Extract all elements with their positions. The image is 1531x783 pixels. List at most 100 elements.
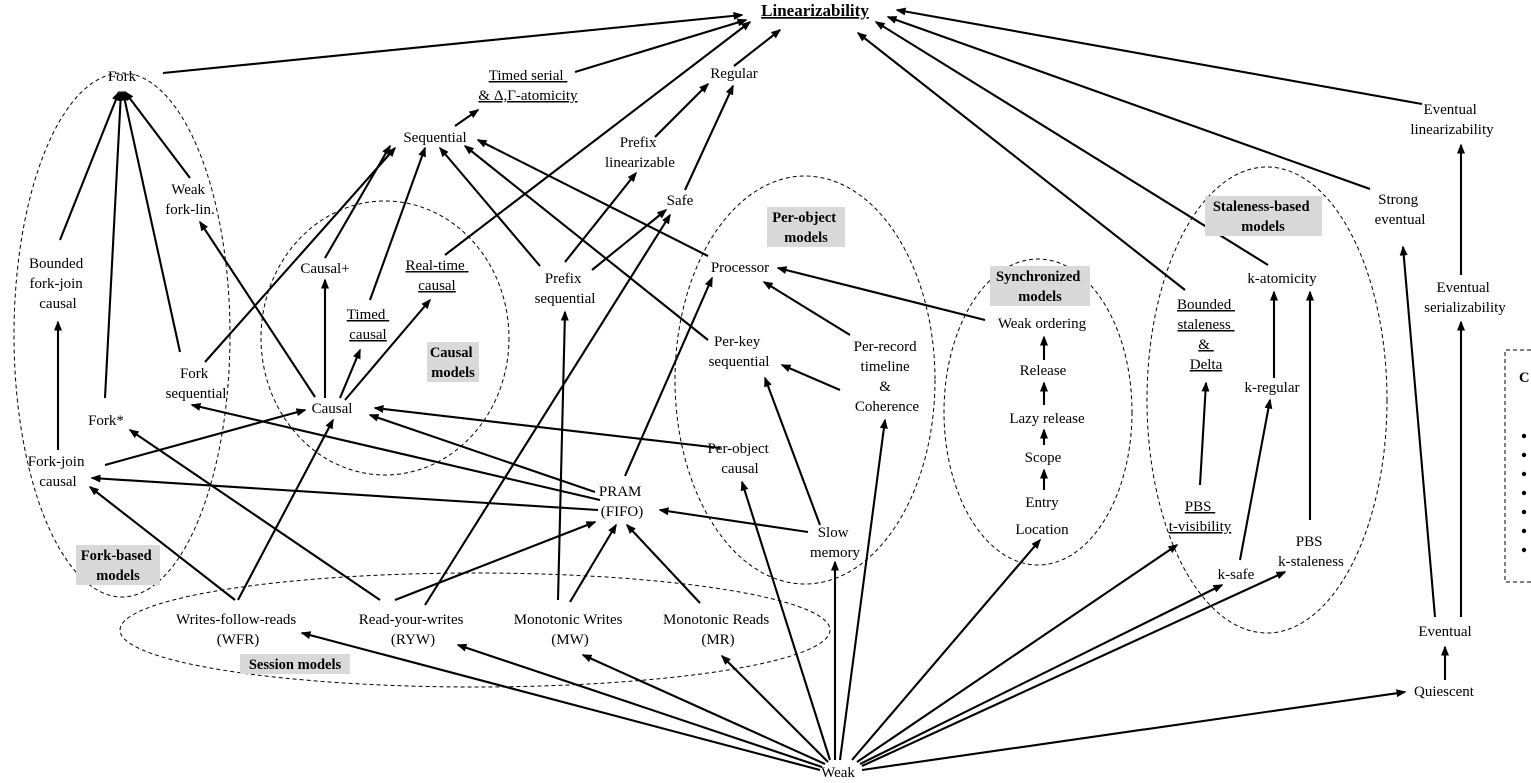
edge-weak-mw (581, 654, 826, 765)
causal-region (260, 200, 510, 476)
node-safe: Safe (667, 193, 694, 209)
node-location: Location (1015, 522, 1069, 538)
edge-weak-pbs-t (856, 544, 1179, 763)
node-entry: Entry (1025, 495, 1059, 511)
synchronized-region (943, 258, 1133, 566)
edge-eventual-lin-linearizability (895, 7, 1423, 106)
session-region (119, 572, 831, 688)
node-bounded-fork-join-causal: Bounded fork-join causal (29, 256, 87, 312)
node-release: Release (1020, 363, 1067, 379)
edge-weak-ordering-processor (776, 266, 986, 322)
edge-weak-pbs-k (861, 571, 1287, 767)
node-eventual-serializability: Eventual serializability (1424, 280, 1506, 316)
edge-bounded-fjc-fork (59, 90, 120, 241)
edge-mr-pram (625, 523, 701, 604)
causal-label-bg (427, 342, 479, 382)
node-slow-memory: Slow memory (810, 525, 860, 561)
group-label-synchronized: Synchronized models (996, 269, 1084, 305)
edge-mw-prefix-seq (556, 310, 569, 601)
node-per-record-timeline: Per-record timeline & Coherence (854, 339, 921, 415)
edge-ryw-pram (394, 521, 597, 601)
legend-heading-letter: C (1519, 370, 1529, 386)
edge-per-key-seq-sequential (463, 145, 709, 341)
edge-prt-processor (762, 281, 851, 336)
edge-sequential-timed-serial (454, 109, 480, 127)
node-bounded-staleness: Bounded staleness & Delta (1177, 297, 1235, 373)
fork-based-label-bg (76, 545, 160, 585)
node-fork-star: Fork* (88, 413, 124, 429)
node-pbs-k-staleness: PBS k-staleness (1278, 534, 1344, 570)
edge-weak-mr (720, 654, 829, 763)
edge-pram-processor (624, 276, 713, 477)
node-eventual: Eventual (1418, 624, 1471, 640)
node-fork-sequential: Fork sequential (166, 366, 227, 402)
edge-fjc-causal (104, 408, 307, 467)
node-mw: Monotonic Writes (MW) (514, 612, 626, 648)
edge-slow-mem-per-key (764, 376, 821, 526)
edge-weak-quiescent (861, 689, 1407, 772)
edge-timed-causal-sequential (369, 146, 426, 301)
edge-pram-fork-seq (190, 403, 601, 502)
node-processor: Processor (711, 260, 769, 276)
edge-prefix-seq-prefix-lin (564, 171, 637, 263)
group-label-causal: Causal models (430, 345, 476, 381)
node-causal: Causal (312, 401, 353, 417)
edge-timed-serial-linearizability (574, 18, 748, 74)
edge-prefix-seq-safe (591, 209, 668, 271)
legend-partial: C (1519, 370, 1529, 553)
edge-mw-pram (569, 523, 617, 603)
edge-causal-plus-sequential (324, 144, 391, 259)
group-label-per-object: Per-object models (772, 210, 840, 246)
edge-processor-sequential (476, 139, 709, 257)
edge-eventual-strong-eventual (1399, 245, 1437, 618)
session-label-bg (240, 654, 350, 674)
group-label-session: Session models (249, 657, 342, 673)
node-wfr: Writes-follow-reads (WFR) (176, 612, 300, 648)
edge-pram-fjc (90, 474, 599, 512)
edge-weak-wfr (300, 631, 821, 772)
node-pram: PRAM (FIFO) (599, 484, 645, 520)
group-label-backgrounds (76, 196, 1322, 674)
edge-prefix-seq-sequential (439, 146, 541, 267)
edge-fork-seq-fork (120, 90, 182, 353)
node-prefix-sequential: Prefix sequential (535, 271, 596, 307)
legend-box-partial (1504, 349, 1531, 583)
legend-bullet (1521, 547, 1527, 553)
node-timed-serial: Timed serial & Δ,Γ-atomicity (478, 68, 578, 104)
node-k-regular: k-regular (1245, 380, 1300, 396)
edge-safe-regular (684, 84, 734, 191)
edge-wfr-causal (237, 418, 334, 601)
edge-strong-eventual-linearizability (886, 16, 1371, 190)
node-lazy-release: Lazy release (1009, 411, 1085, 427)
node-sequential: Sequential (403, 130, 466, 146)
node-linearizability: Linearizability (761, 1, 869, 20)
legend-bullet (1521, 452, 1527, 458)
legend-bullet (1521, 471, 1527, 477)
edge-realtime-causal-linearizability (444, 21, 752, 256)
edge-regular-linearizability (733, 29, 782, 67)
edge-bounded-staleness-linearizability (856, 32, 1186, 291)
per-object-label-bg (767, 207, 845, 247)
node-causal-plus: Causal+ (300, 261, 349, 277)
fork-based-region (13, 72, 231, 598)
node-per-object-causal: Per-object causal (707, 441, 772, 477)
node-regular: Regular (710, 66, 757, 82)
node-weak-ordering: Weak ordering (998, 316, 1087, 332)
edge-k-atomicity-linearizability (874, 21, 1269, 266)
node-pbs-t-visibility: PBS t-visibility (1169, 499, 1232, 535)
edge-causal-timed-causal (339, 348, 361, 399)
edge-prt-per-key (780, 364, 841, 391)
edge-wfr-fjc (88, 486, 236, 601)
legend-bullet (1521, 490, 1527, 496)
staleness-based-region (1146, 166, 1388, 634)
legend-bullet (1521, 509, 1527, 515)
group-label-fork-based: Fork-based models (81, 548, 156, 584)
node-eventual-linearizability: Eventual linearizability (1410, 102, 1494, 138)
node-k-safe: k-safe (1218, 567, 1255, 583)
node-quiescent: Quiescent (1414, 684, 1475, 700)
node-fork: Fork (108, 69, 137, 85)
node-scope: Scope (1025, 450, 1062, 466)
node-labels: Linearizability Fork Timed serial & Δ,Γ-… (28, 1, 1507, 781)
edge-weak-fork-lin-fork (124, 90, 191, 179)
